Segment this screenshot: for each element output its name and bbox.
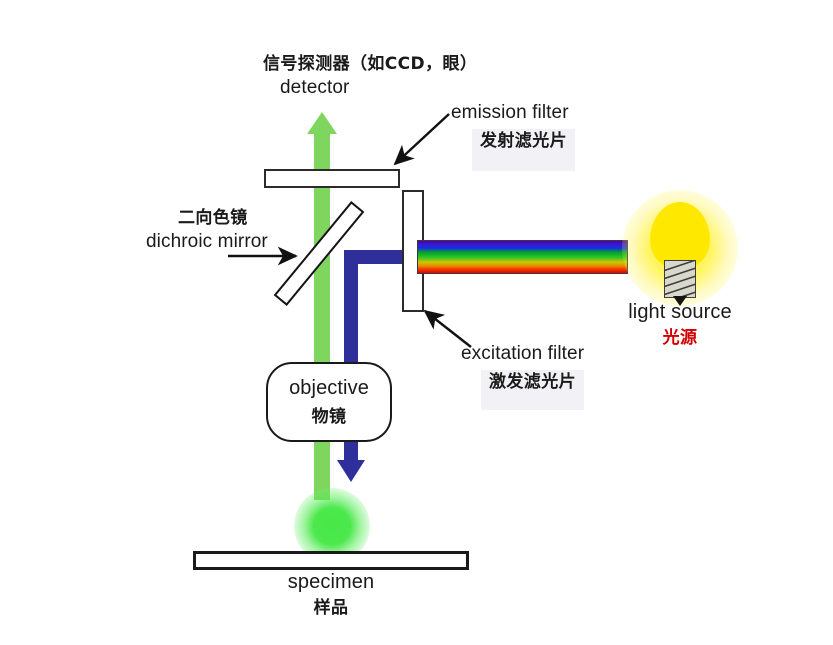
light-bulb-icon — [622, 190, 738, 320]
dichroic-mirror-label: 二向色镜 dichroic mirror — [146, 208, 268, 253]
emission-filter-label-cjk: 发射滤光片 — [472, 129, 575, 172]
excitation-filter-cjk-wrap: 激发滤光片 — [461, 370, 584, 411]
excitation-filter-label: excitation filter 激发滤光片 — [461, 343, 585, 411]
detector-label: 信号探测器（如CCD，眼） detector — [263, 54, 477, 99]
bulb-base-hatching — [665, 261, 695, 297]
specimen-label-latin: specimen — [287, 571, 375, 593]
light-source-label-latin: light source — [628, 301, 732, 323]
pointer-arrow-excitation-filter — [423, 309, 472, 348]
emission-filter-cjk-wrap: 发射滤光片 — [451, 129, 575, 172]
spectrum-beam-icon — [417, 240, 628, 274]
pointer-arrow-emission-filter — [393, 113, 450, 166]
excitation-filter-label-latin: excitation filter — [461, 343, 585, 364]
emission-filter-label: emission filter 发射滤光片 — [451, 102, 575, 172]
emission-beam-shaft — [314, 134, 330, 500]
excitation-beam-arrowhead — [337, 460, 365, 482]
dichroic-mirror-label-cjk: 二向色镜 — [178, 208, 248, 228]
specimen-label-cjk: 样品 — [313, 597, 349, 618]
bulb-tip — [673, 296, 687, 306]
excitation-beam-horizontal — [344, 250, 412, 264]
detector-label-cjk: 信号探测器（如CCD，眼） — [263, 54, 478, 74]
detector-label-latin: detector — [280, 77, 350, 99]
light-source-label: light source 光源 — [610, 301, 750, 348]
objective-lens: objective 物镜 — [266, 362, 392, 442]
emission-filter-label-latin: emission filter — [451, 102, 569, 123]
objective-label-cjk: 物镜 — [311, 407, 347, 427]
specimen-label: specimen 样品 — [261, 571, 401, 618]
light-source-label-cjk: 光源 — [662, 327, 698, 348]
emission-filter — [264, 169, 400, 188]
excitation-filter-label-cjk: 激发滤光片 — [481, 370, 584, 411]
specimen-slide — [193, 551, 469, 570]
emission-beam-arrowhead — [307, 112, 337, 134]
dichroic-mirror-label-latin: dichroic mirror — [146, 231, 268, 253]
bulb-base — [664, 260, 696, 298]
objective-label-latin: objective — [289, 377, 369, 399]
